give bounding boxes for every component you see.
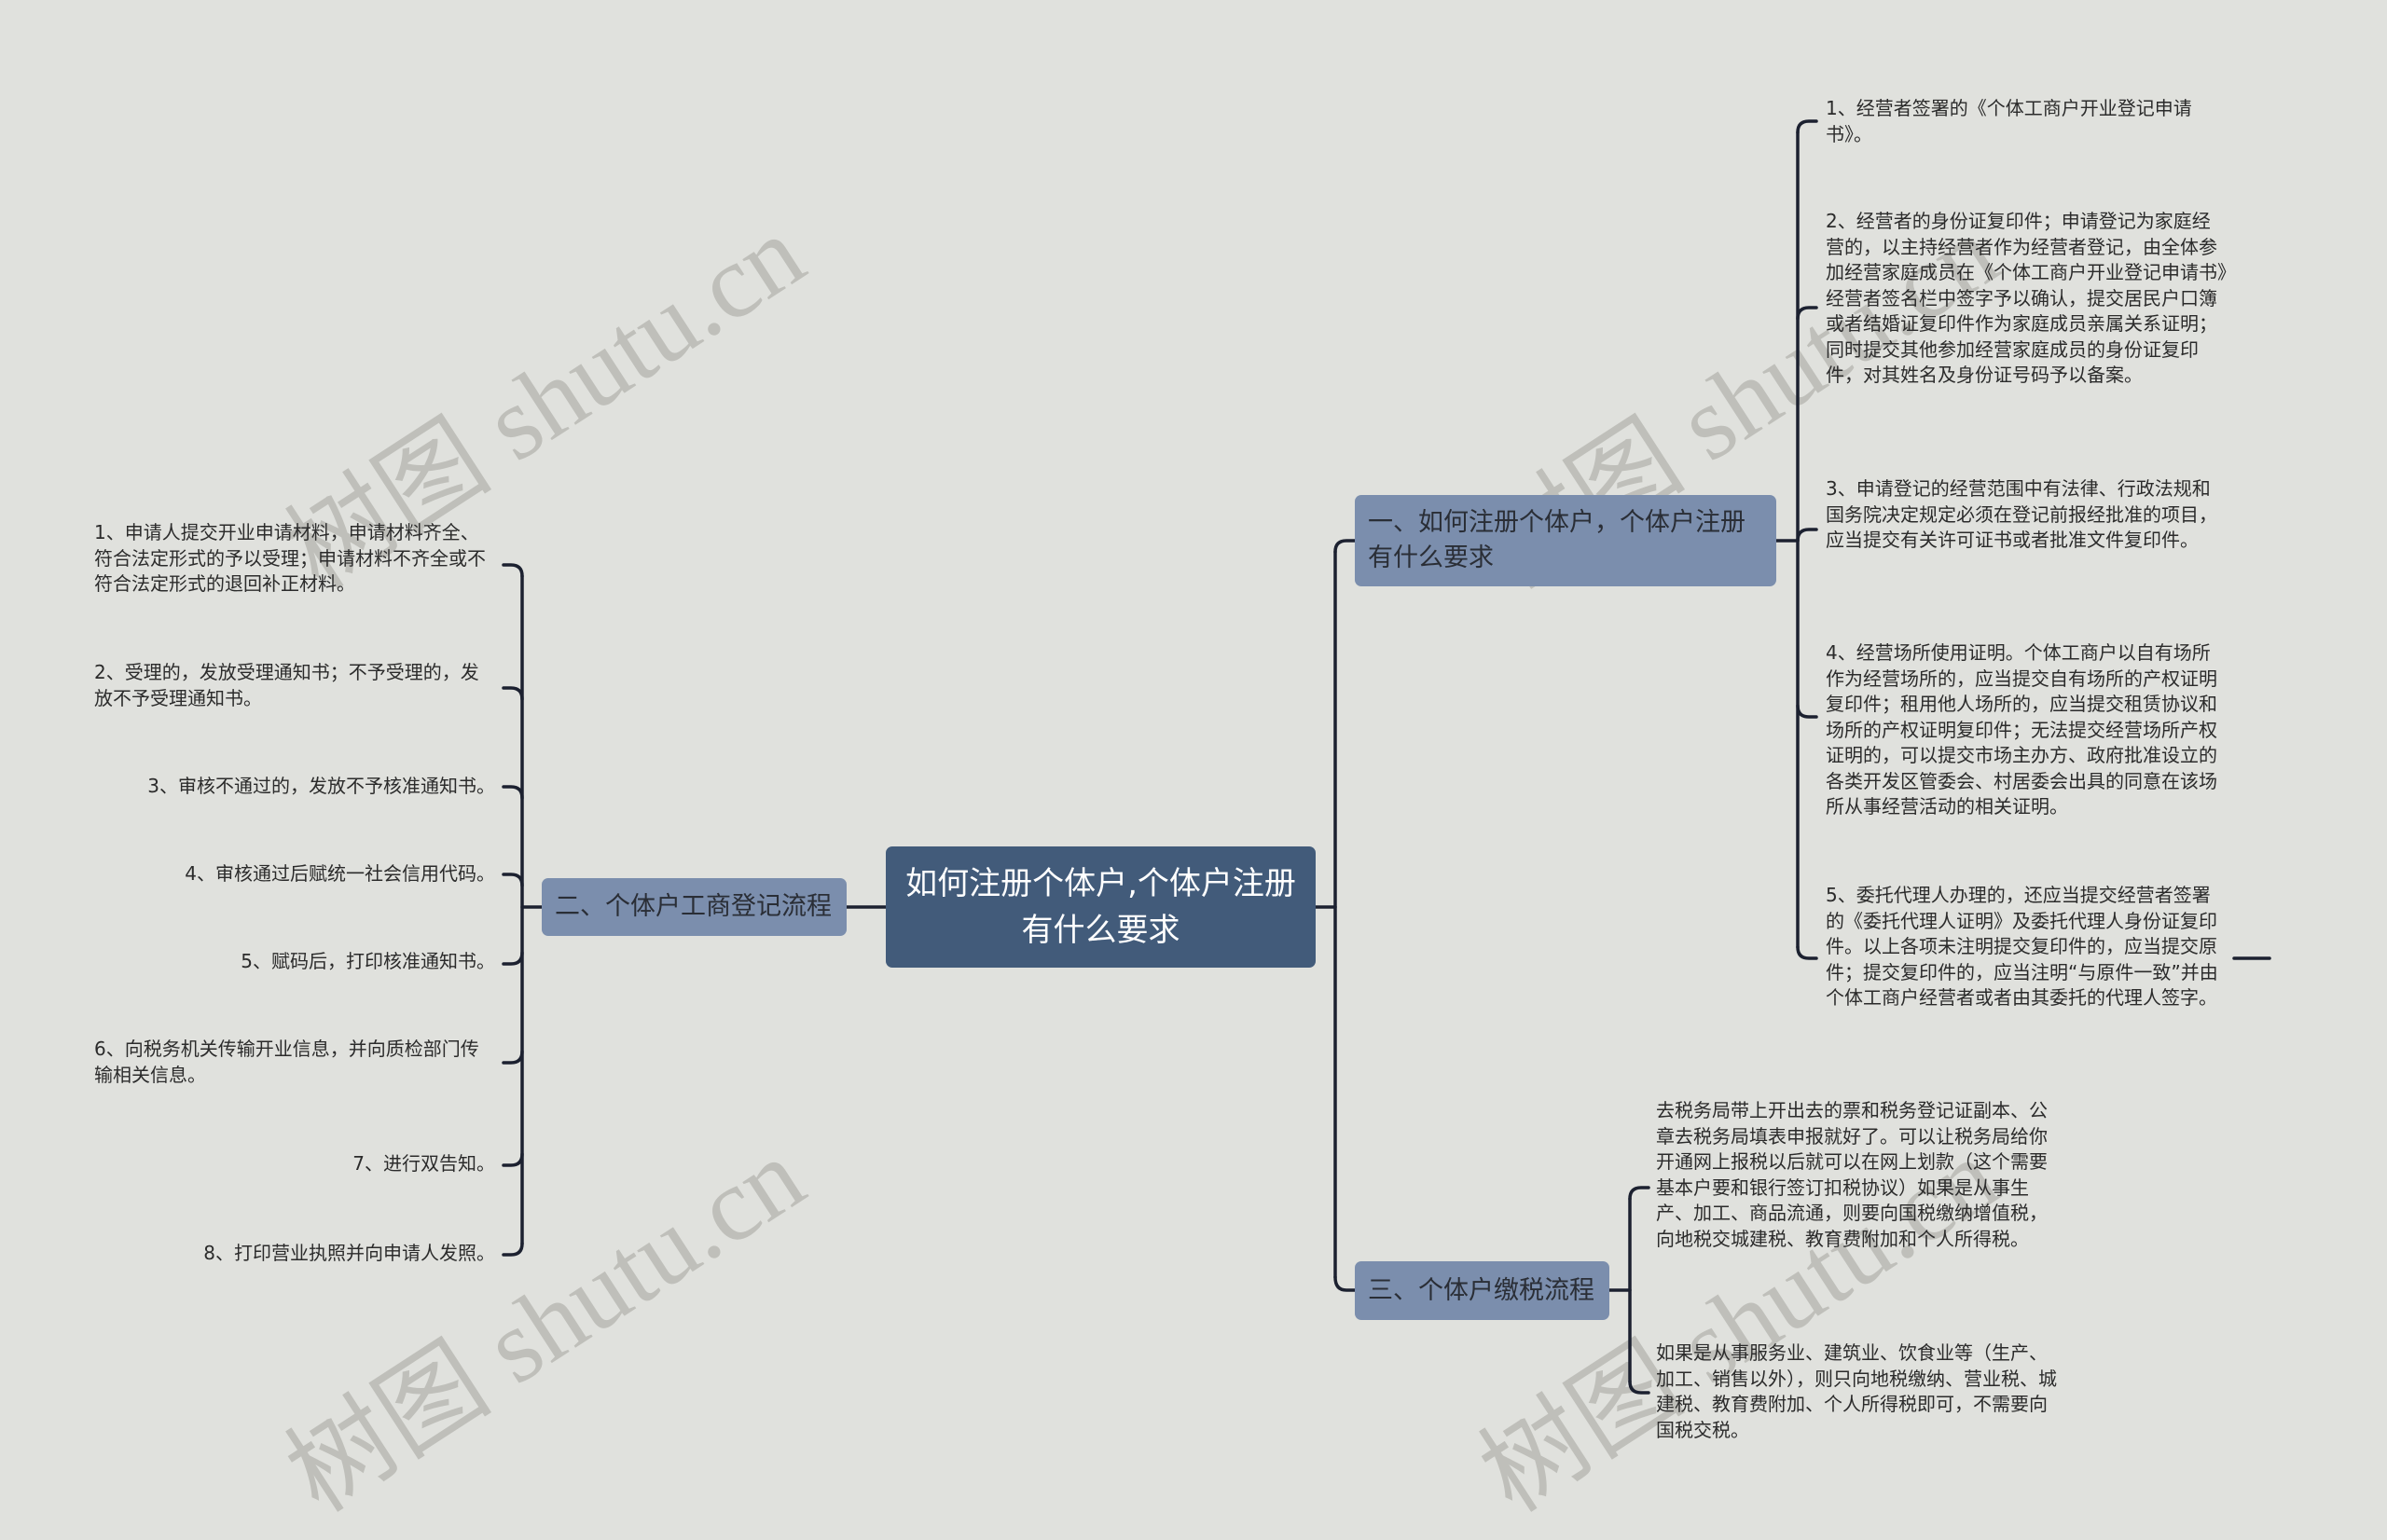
list-item: 3、申请登记的经营范围中有法律、行政法规和国务院决定规定必须在登记前报经批准的项…	[1826, 477, 2217, 551]
branch-label: 一、如何注册个体户，个体户注册有什么要求	[1368, 508, 1745, 572]
root-node[interactable]: 如何注册个体户,个体户注册有什么要求	[886, 846, 1316, 968]
list-item: 5、赋码后，打印核准通知书。	[241, 950, 495, 972]
branch-node-registration-process[interactable]: 二、个体户工商登记流程	[542, 878, 847, 936]
branch-node-requirements[interactable]: 一、如何注册个体户，个体户注册有什么要求	[1355, 495, 1776, 586]
list-item: 如果是从事服务业、建筑业、饮食业等（生产、加工、销售以外），则只向地税缴纳、营业…	[1656, 1341, 2057, 1441]
branch-label: 三、个体户缴税流程	[1368, 1275, 1594, 1305]
list-item: 8、打印营业执照并向申请人发照。	[203, 1242, 495, 1264]
list-item: 2、受理的，发放受理通知书；不予受理的，发放不予受理通知书。	[94, 661, 479, 709]
root-label: 如何注册个体户,个体户注册有什么要求	[905, 865, 1296, 949]
list-item: 1、申请人提交开业申请材料，申请材料齐全、符合法定形式的予以受理；申请材料不齐全…	[94, 521, 486, 595]
list-item: 2、经营者的身份证复印件；申请登记为家庭经营的，以主持经营者作为经营者登记，由全…	[1826, 210, 2227, 386]
list-item: 1、经营者签署的《个体工商户开业登记申请书》。	[1826, 97, 2192, 145]
branch-label: 二、个体户工商登记流程	[555, 892, 832, 921]
list-item: 4、审核通过后赋统一社会信用代码。	[185, 862, 495, 885]
list-item: 5、委托代理人办理的，还应当提交经营者签署的《委托代理人证明》及委托代理人身份证…	[1826, 884, 2218, 1009]
list-item: 4、经营场所使用证明。个体工商户以自有场所作为经营场所的，应当提交自有场所的产权…	[1826, 641, 2217, 818]
branch-node-tax-process[interactable]: 三、个体户缴税流程	[1355, 1261, 1609, 1320]
list-item: 6、向税务机关传输开业信息，并向质检部门传输相关信息。	[94, 1038, 479, 1086]
list-item: 7、进行双告知。	[352, 1152, 495, 1175]
list-item: 去税务局带上开出去的票和税务登记证副本、公章去税务局填表申报就好了。可以让税务局…	[1656, 1099, 2048, 1250]
list-item: 3、审核不通过的，发放不予核准通知书。	[147, 775, 495, 797]
